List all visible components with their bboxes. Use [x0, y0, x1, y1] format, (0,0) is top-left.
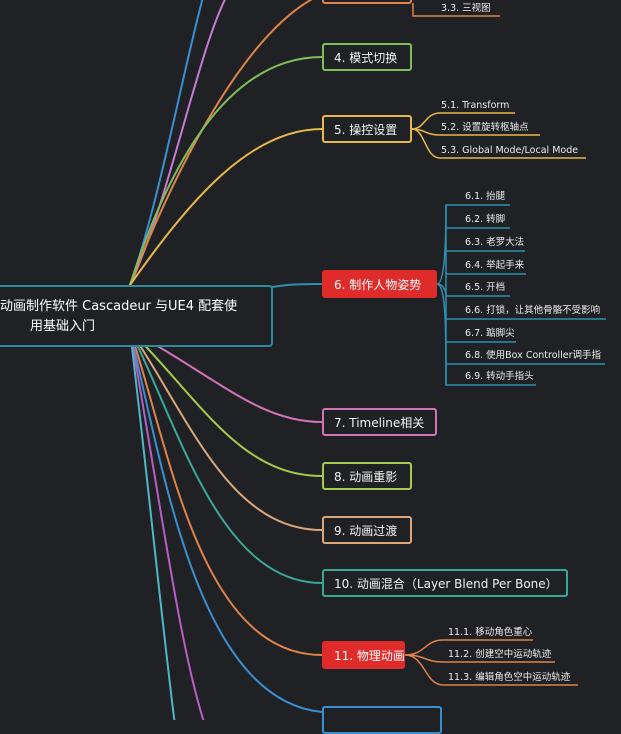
- leaf-6-3[interactable]: 6.3. 老罗大法: [465, 237, 525, 248]
- root-title-line2: 用基础入门: [30, 319, 96, 334]
- root-title-line1: 动画制作软件 Cascadeur 与UE4 配套使: [0, 299, 238, 314]
- branch-11-node[interactable]: 11. 物理动画: [322, 641, 405, 669]
- branch-3-node[interactable]: [322, 0, 412, 4]
- leaf-5-1[interactable]: 5.1. Transform: [441, 100, 510, 111]
- leaf-6-2[interactable]: 6.2. 转脚: [465, 214, 506, 225]
- leaf-6-6[interactable]: 6.6. 打锁，让其他骨骼不受影响: [465, 305, 601, 316]
- leaf-11-2[interactable]: 11.2. 创建空中运动轨迹: [448, 649, 552, 660]
- leaf-6-7[interactable]: 6.7. 踮脚尖: [465, 328, 515, 339]
- leaf-5-3[interactable]: 5.3. Global Mode/Local Mode: [441, 145, 579, 156]
- leaf-11-1[interactable]: 11.1. 移动角色重心: [448, 627, 533, 638]
- branch-9-node[interactable]: 9. 动画过渡: [322, 516, 412, 544]
- branch-7-label: 7. Timeline相关: [334, 415, 425, 430]
- branch-7-node[interactable]: 7. Timeline相关: [322, 408, 437, 436]
- leaf-3-3[interactable]: 3.3. 三视图: [441, 3, 491, 14]
- branch-10-node[interactable]: 10. 动画混合（Layer Blend Per Bone）: [322, 569, 568, 597]
- root-node[interactable]: 动画制作软件 Cascadeur 与UE4 配套使 用基础入门: [0, 285, 273, 347]
- leaf-6-5[interactable]: 6.5. 开档: [465, 282, 506, 293]
- branch-4-node[interactable]: 4. 模式切换: [322, 43, 412, 71]
- branch-5-node[interactable]: 5. 操控设置: [322, 115, 412, 143]
- leaf-6-4[interactable]: 6.4. 举起手来: [465, 260, 525, 271]
- branch-8-node[interactable]: 8. 动画重影: [322, 462, 412, 490]
- branch-11-label: 11. 物理动画: [334, 648, 405, 663]
- branch-9-label: 9. 动画过渡: [334, 523, 398, 538]
- leaf-11-3[interactable]: 11.3. 编辑角色空中运动轨迹: [448, 672, 571, 683]
- leaf-6-9[interactable]: 6.9. 转动手指头: [465, 371, 534, 382]
- branch-12-node[interactable]: [322, 706, 442, 734]
- branch-6-node[interactable]: 6. 制作人物姿势: [322, 270, 437, 298]
- branch-10-label: 10. 动画混合（Layer Blend Per Bone）: [334, 576, 558, 591]
- leaf-6-8[interactable]: 6.8. 使用Box Controller调手指: [465, 350, 602, 361]
- leaf-5-2[interactable]: 5.2. 设置旋转枢轴点: [441, 122, 529, 133]
- branch-6-label: 6. 制作人物姿势: [334, 277, 422, 292]
- branch-4-label: 4. 模式切换: [334, 50, 398, 65]
- leaf-6-1[interactable]: 6.1. 抬腿: [465, 191, 506, 202]
- branch-5-label: 5. 操控设置: [334, 122, 398, 137]
- branch-8-label: 8. 动画重影: [334, 469, 398, 484]
